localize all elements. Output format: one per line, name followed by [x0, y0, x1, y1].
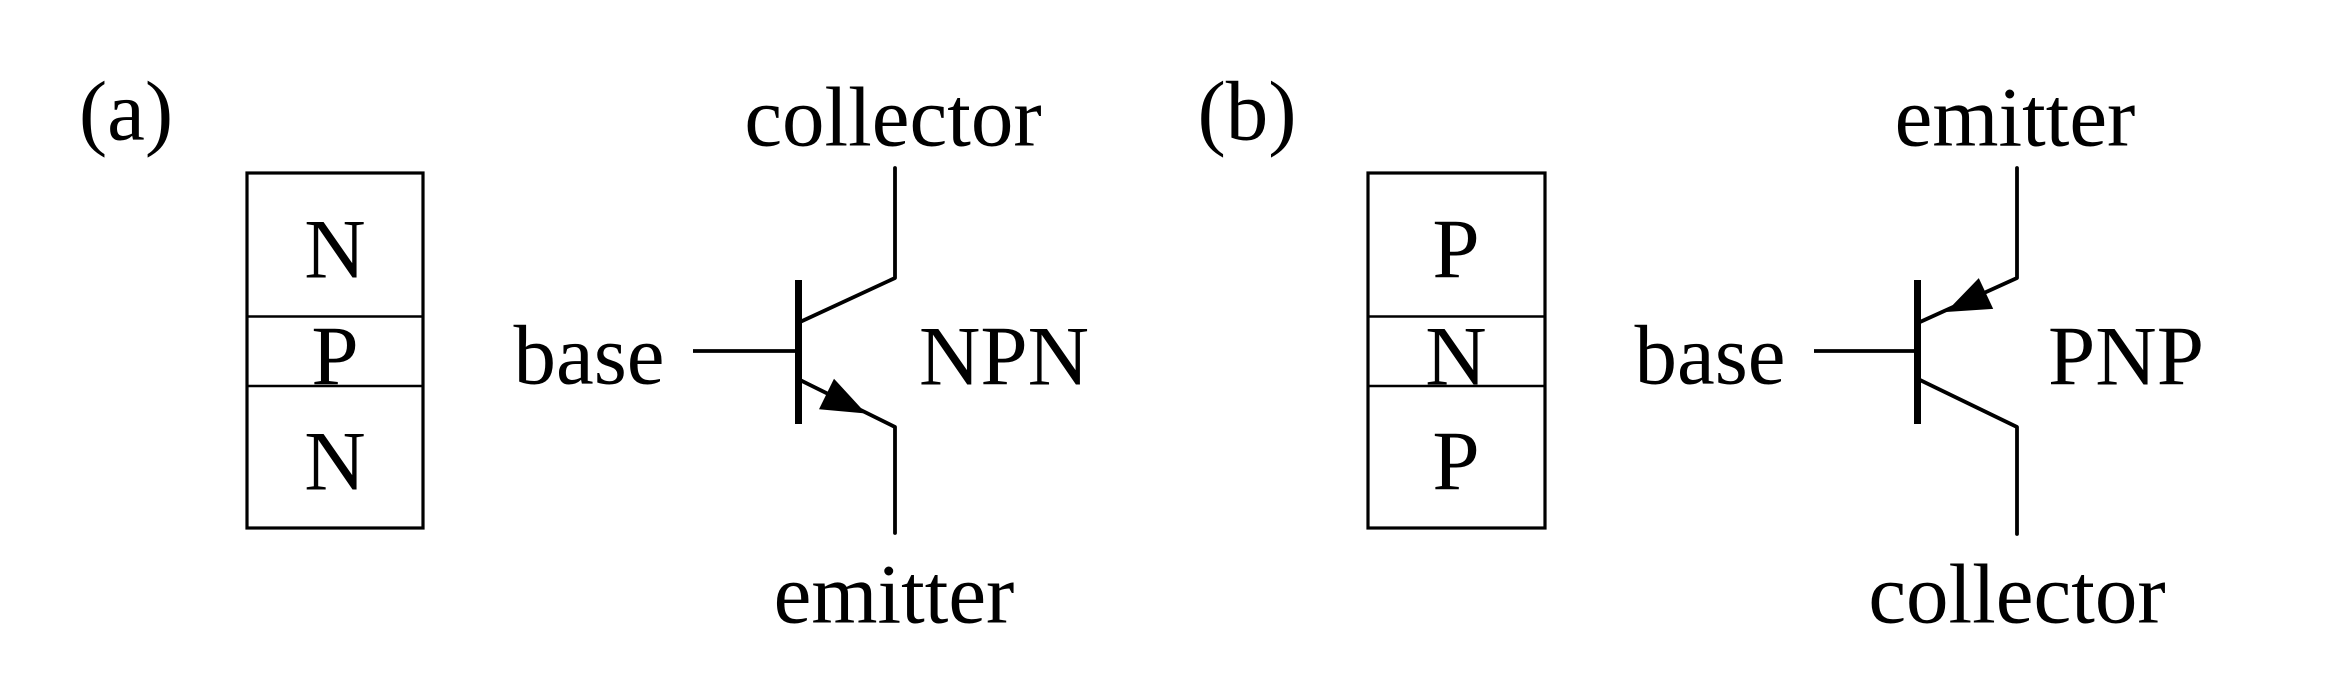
npn-layer-label-middle: P — [311, 309, 359, 404]
pnp-layer-label-top: P — [1432, 202, 1480, 297]
npn-collector-wire — [798, 166, 897, 324]
npn-base-bar — [795, 280, 802, 424]
pnp-emitter-arrow — [1946, 278, 1994, 312]
panel-a-label: (a) — [78, 64, 174, 159]
pnp-base-bar — [1914, 280, 1921, 424]
npn-panel-lineart — [245, 166, 897, 535]
pnp-base-label: base — [1634, 308, 1786, 403]
pnp-layer-box — [1366, 171, 1547, 530]
npn-emitter-label: emitter — [773, 547, 1015, 642]
npn-base-label: base — [513, 308, 665, 403]
npn-emitter-arrow — [819, 378, 866, 414]
npn-collector-label: collector — [744, 70, 1042, 165]
npn-type-label: NPN — [918, 309, 1090, 404]
npn-layer-label-bottom: N — [304, 414, 366, 509]
pnp-layer-label-middle: N — [1425, 309, 1487, 404]
npn-layer-label-top: N — [304, 202, 366, 297]
npn-layer-box — [245, 171, 425, 530]
pnp-emitter-label: emitter — [1894, 70, 2136, 165]
pnp-layer-label-bottom: P — [1432, 414, 1480, 509]
pnp-collector-label: collector — [1868, 547, 2166, 642]
pnp-type-label: PNP — [2048, 309, 2204, 404]
panel-b-label: (b) — [1197, 64, 1297, 159]
pnp-panel-lineart — [1366, 166, 2019, 536]
pnp-collector-wire — [1918, 378, 2019, 536]
